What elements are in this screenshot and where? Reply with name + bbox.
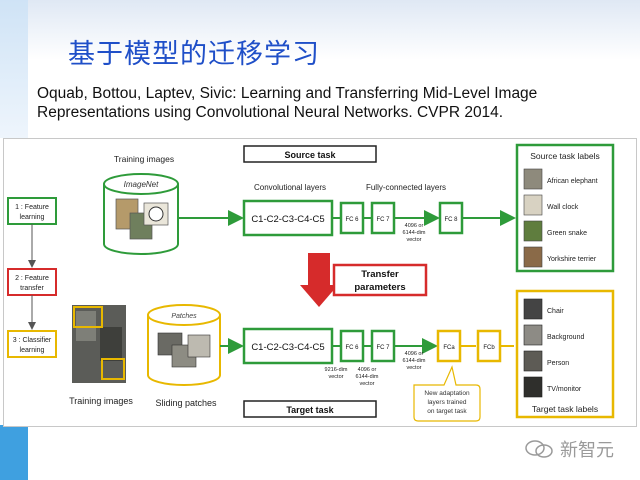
terrier-thumbnail: [523, 246, 543, 268]
source-fc8-label: FC 8: [444, 217, 458, 223]
target-conv-box: [242, 327, 334, 365]
source-conv-box: [242, 199, 334, 237]
transfer-arrow-shaft: [308, 253, 330, 287]
target-4096-line-3: vector: [360, 381, 375, 387]
imagenet-database: ImageNet: [103, 173, 179, 255]
target-task-header-box: [243, 400, 377, 418]
adaptation-layers-callout: New adaptation layers trained on target …: [413, 365, 481, 422]
source-fc6-label: FC 6: [345, 217, 359, 223]
source-fc7-label: FC 7: [376, 217, 390, 223]
source-label-2: Green snake: [547, 230, 587, 237]
citation-line-1: Oquab, Bottou, Laptev, Sivic: Learning a…: [37, 85, 538, 102]
target-conv-label: C1-C2-C3-C4-C5: [251, 342, 324, 353]
slide-title: 基于模型的迁移学习: [68, 39, 320, 70]
target-b-line-3: vector: [407, 365, 422, 371]
target-4096-line-1: 4096 or: [358, 367, 377, 373]
source-vector-line-3: vector: [407, 237, 422, 243]
transfer-label-line-2: parameters: [354, 282, 405, 293]
conv-layers-label: Convolutional layers: [254, 183, 326, 192]
target-4096-line-2: 6144-dim: [356, 374, 379, 380]
step-classifier-learning: 3 : Classifier learning: [7, 330, 57, 358]
patches-database: Patches: [147, 304, 221, 386]
patch-box-2: [101, 358, 125, 380]
target-9216-line-1: 9216-dim: [325, 367, 348, 373]
clock-thumbnail: [523, 194, 543, 216]
background-thumbnail: [523, 324, 543, 346]
left-accent-band-top: [0, 0, 28, 138]
clock-icon: [148, 206, 164, 222]
snake-thumbnail: [523, 220, 543, 242]
citation: Oquab, Bottou, Laptev, Sivic: Learning a…: [37, 84, 627, 122]
target-training-image: [72, 305, 126, 383]
source-task-header: Source task: [284, 150, 336, 160]
target-task-header: Target task: [286, 405, 334, 415]
target-task-labels-panel: Chair Background Person TV/monitor Targe…: [515, 289, 615, 419]
target-fca-label: FCa: [443, 345, 455, 351]
elephant-thumbnail: [523, 168, 543, 190]
transfer-arrow-icon: [300, 285, 338, 307]
target-b-line-2: 6144-dim: [403, 358, 426, 364]
target-label-1: Background: [547, 334, 584, 341]
sliding-patches-label: Sliding patches: [155, 398, 217, 408]
source-vector-line-1: 4096 or: [405, 223, 424, 229]
source-task-header-box: [243, 145, 377, 163]
chair-thumbnail: [523, 298, 543, 320]
figure-canvas: 1 : Feature learning 2 : Feature transfe…: [7, 143, 615, 422]
fc-layers-label: Fully-connected layers: [366, 183, 446, 192]
target-label-2: Person: [547, 360, 569, 367]
step-2-line-2: transfer: [20, 285, 44, 292]
source-training-images-label: Training images: [114, 154, 174, 164]
transfer-learning-figure: 1 : Feature learning 2 : Feature transfe…: [3, 138, 637, 427]
watermark: 新智元: [524, 436, 614, 462]
step-1-line-1: 1 : Feature: [15, 204, 49, 211]
step-1-line-2: learning: [20, 214, 45, 221]
imagenet-label: ImageNet: [124, 180, 159, 189]
target-labels-title: Target task labels: [532, 404, 598, 414]
step-3-line-1: 3 : Classifier: [13, 337, 52, 344]
step-feature-learning: 1 : Feature learning: [7, 197, 57, 225]
target-training-images-label: Training images: [69, 396, 133, 406]
callout-line-1: New adaptation: [424, 390, 470, 397]
tv-thumbnail: [523, 376, 543, 398]
step-feature-transfer: 2 : Feature transfer: [7, 268, 57, 296]
step-2-line-1: 2 : Feature: [15, 275, 49, 282]
step-3-line-2: learning: [20, 347, 45, 354]
target-fc6-label: FC 6: [345, 345, 359, 351]
transfer-parameters-box: Transfer parameters: [332, 263, 428, 297]
patch-box-1: [73, 306, 103, 328]
source-task-labels-panel: Source task labels African elephant Wall…: [515, 143, 615, 273]
patches-label: Patches: [171, 313, 197, 320]
source-vector-line-2: 6144-dim: [403, 230, 426, 236]
transfer-label-line-1: Transfer: [361, 269, 399, 280]
wechat-icon: [525, 440, 553, 458]
source-label-1: Wall clock: [547, 204, 579, 211]
left-accent-band-bottom: [0, 425, 28, 480]
source-label-0: African elephant: [547, 178, 598, 185]
callout-line-2: layers trained: [427, 399, 466, 406]
target-b-line-1: 4096 or: [405, 351, 424, 357]
target-9216-line-2: vector: [329, 374, 344, 380]
source-label-3: Yorkshire terrier: [547, 256, 597, 263]
target-label-0: Chair: [547, 308, 564, 315]
source-conv-label: C1-C2-C3-C4-C5: [251, 214, 324, 225]
target-fcb-label: FCb: [483, 345, 495, 351]
watermark-text: 新智元: [560, 440, 614, 461]
source-labels-title: Source task labels: [530, 151, 599, 161]
target-fc7-label: FC 7: [376, 345, 390, 351]
target-label-3: TV/monitor: [547, 386, 582, 393]
citation-line-2: Representations using Convolutional Neur…: [37, 104, 504, 121]
callout-line-3: on target task: [427, 408, 467, 415]
person-thumbnail: [523, 350, 543, 372]
patch-thumb-3: [187, 334, 211, 358]
